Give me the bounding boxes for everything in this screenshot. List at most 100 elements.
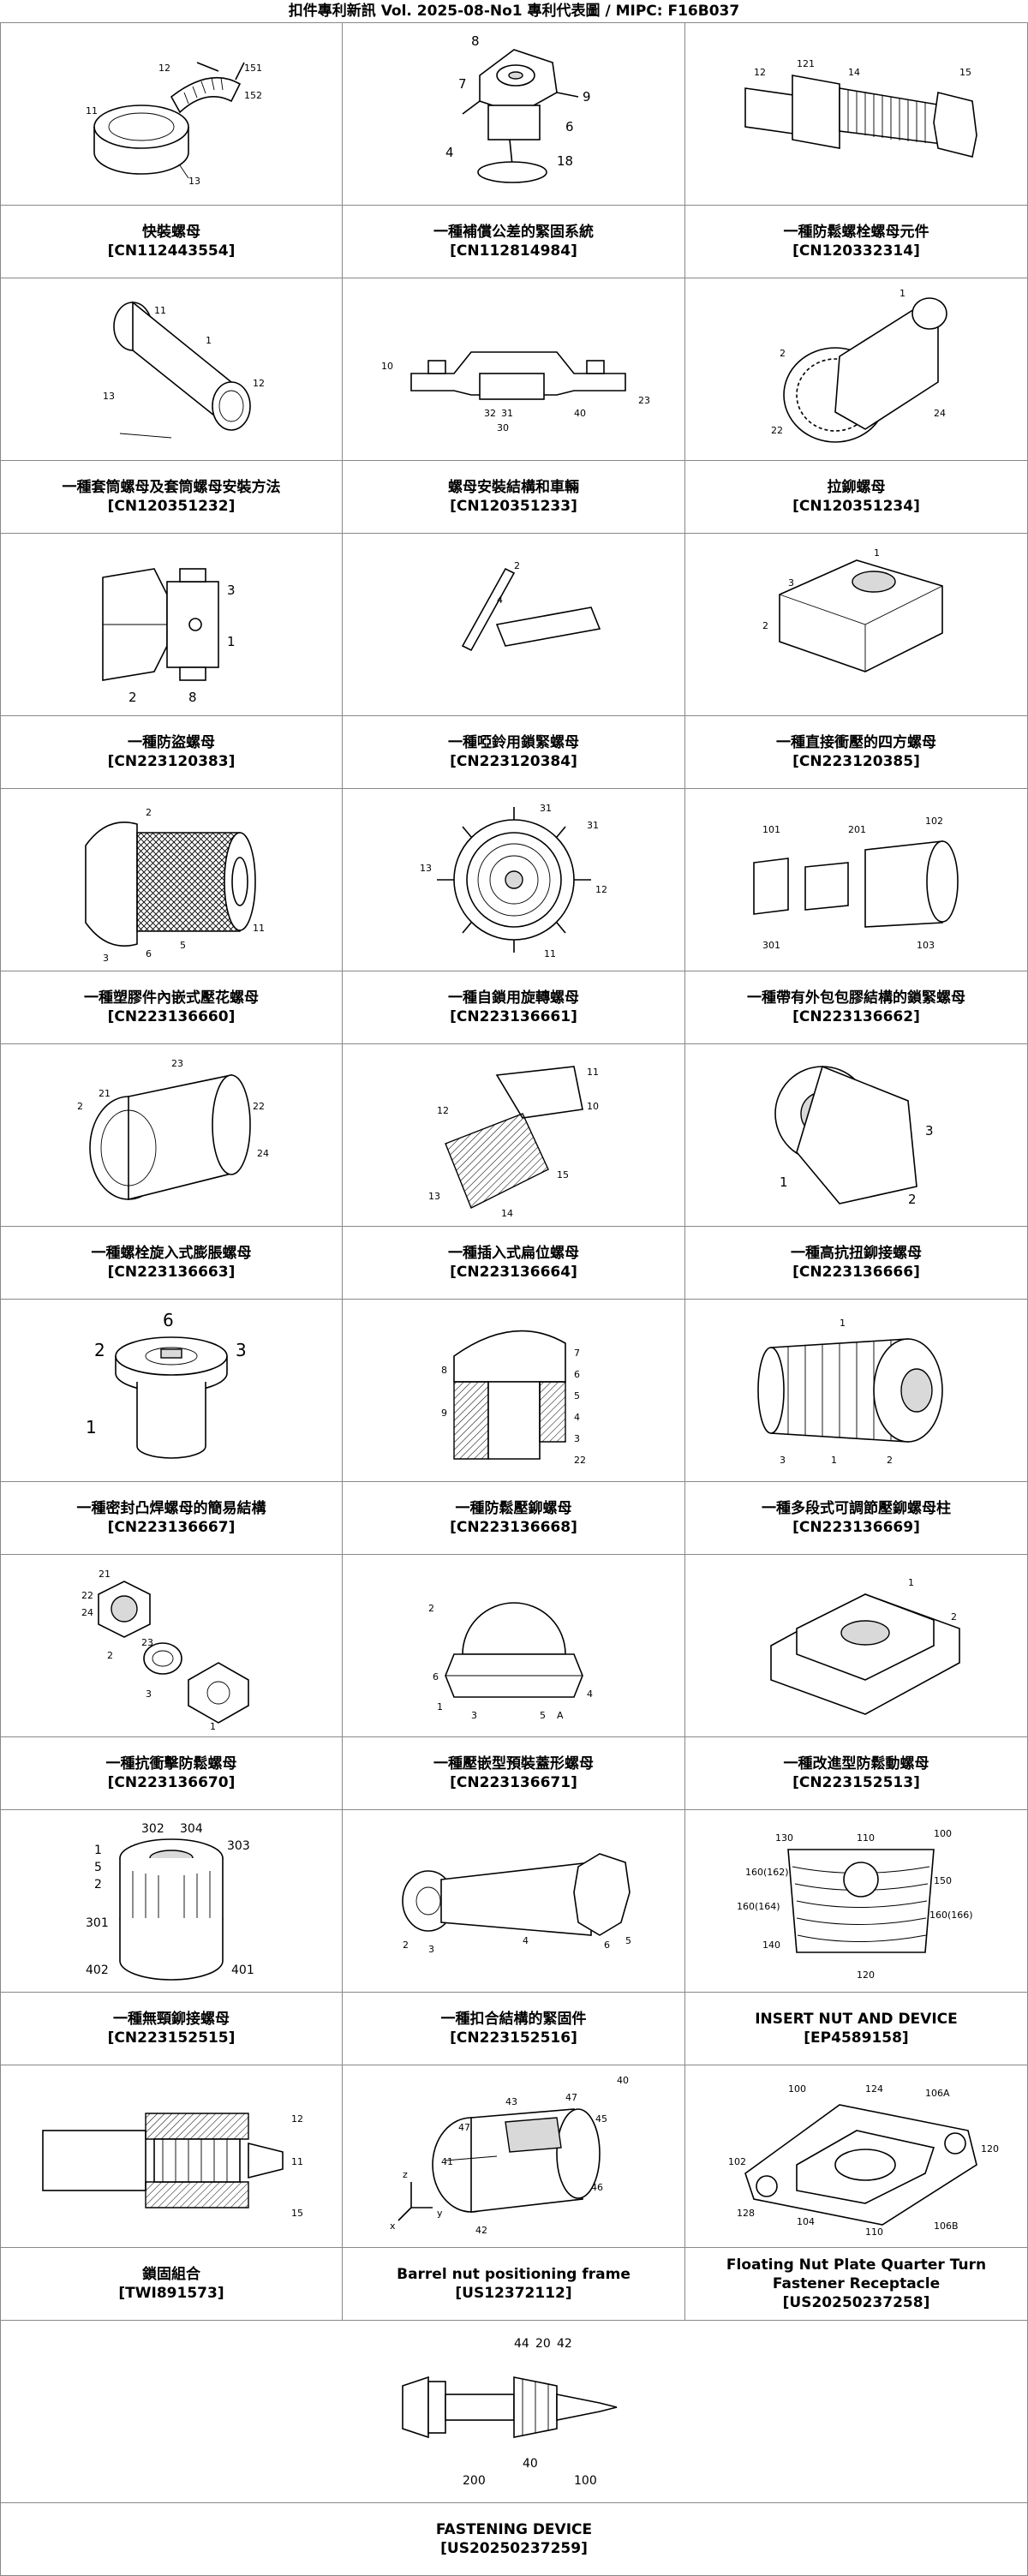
svg-text:2: 2: [780, 348, 786, 359]
svg-text:18: 18: [557, 153, 573, 169]
svg-text:5: 5: [180, 940, 186, 951]
patent-card: 897654322 一種防鬆壓鉚螺母 [CN223136668]: [343, 1300, 685, 1554]
patent-card: 130110100160(162)150160(164)160(166)1401…: [685, 1810, 1028, 2065]
svg-text:150: 150: [934, 1875, 952, 1886]
svg-text:1: 1: [227, 634, 236, 649]
patent-card: 302304303152301402401 一種無頸鉚接螺母 [CN223152…: [0, 1810, 343, 2065]
patent-row: 6231 一種密封凸焊螺母的簡易結構 [CN223136667] 8976543…: [0, 1300, 1028, 1555]
svg-text:1: 1: [86, 1417, 97, 1437]
neckless-rivet-nut-drawing: 302304303152301402401: [1, 1810, 342, 1993]
svg-text:1: 1: [206, 335, 212, 346]
svg-text:47: 47: [565, 2092, 577, 2103]
svg-text:402: 402: [86, 1963, 109, 1977]
svg-text:20: 20: [535, 2337, 551, 2351]
svg-text:23: 23: [171, 1058, 183, 1069]
svg-text:8: 8: [471, 33, 480, 49]
patent-row: 111215115213 快裝螺母 [CN112443554] 8796418: [0, 23, 1028, 278]
patent-card: 1312 一種多段式可調節壓鉚螺母柱 [CN223136669]: [685, 1300, 1028, 1554]
svg-text:11: 11: [544, 948, 556, 959]
patent-card: 101201102301103 一種帶有外包包膠結構的鎖緊螺母 [CN22313…: [685, 789, 1028, 1043]
svg-text:102: 102: [925, 816, 943, 827]
patent-number: [US20250237258]: [783, 2293, 930, 2312]
insert-nut-device-drawing: 130110100160(162)150160(164)160(166)1401…: [685, 1810, 1027, 1993]
svg-text:14: 14: [501, 1208, 513, 1219]
svg-text:100: 100: [934, 1828, 952, 1839]
svg-text:130: 130: [775, 1832, 793, 1844]
patent-card: 121211415 一種防鬆螺栓螺母元件 [CN120332314]: [685, 23, 1028, 278]
patent-card: 236511 一種塑膠件內嵌式壓花螺母 [CN223136660]: [0, 789, 343, 1043]
patent-number: [US12372112]: [455, 2284, 571, 2303]
svg-text:21: 21: [99, 1088, 111, 1099]
svg-text:3: 3: [780, 1455, 786, 1466]
svg-text:201: 201: [848, 824, 866, 835]
patent-title: 一種多段式可調節壓鉚螺母柱: [753, 1499, 959, 1518]
svg-text:110: 110: [857, 1832, 875, 1844]
expansion-nut-drawing: 232212224: [1, 1044, 342, 1227]
svg-text:z: z: [403, 2169, 408, 2180]
svg-text:2: 2: [403, 1939, 409, 1951]
svg-text:15: 15: [291, 2208, 303, 2219]
patent-card: 1111213 一種套筒螺母及套筒螺母安裝方法 [CN120351232]: [0, 278, 343, 533]
knurled-insert-drawing: 236511: [1, 789, 342, 971]
patent-row: 44204240200100 FASTENING DEVICE [US20250…: [0, 2321, 1028, 2576]
svg-text:1: 1: [908, 1577, 914, 1588]
svg-text:2: 2: [514, 560, 520, 571]
svg-text:106A: 106A: [925, 2088, 950, 2099]
svg-text:303: 303: [227, 1839, 250, 1853]
tolerance-fastener-drawing: 8796418: [343, 23, 684, 206]
patent-title: 鎖固組合: [134, 2265, 209, 2284]
svg-text:40: 40: [523, 2457, 538, 2471]
patent-title: 螺母安裝結構和車輛: [439, 478, 588, 497]
svg-text:23: 23: [141, 1637, 153, 1648]
svg-text:30: 30: [497, 422, 509, 433]
impact-resistant-nut-drawing: 21222422331: [1, 1555, 342, 1737]
svg-text:12: 12: [754, 67, 766, 78]
clinch-nut-drawing: 897654322: [343, 1300, 684, 1482]
patent-title: 一種抗衝擊防鬆螺母: [98, 1754, 246, 1773]
svg-text:102: 102: [728, 2156, 746, 2167]
patent-number: [CN223136667]: [108, 1518, 236, 1537]
patent-number: [CN223120385]: [792, 752, 920, 771]
svg-text:22: 22: [81, 1590, 93, 1601]
patent-number: [EP4589158]: [804, 2029, 908, 2047]
patent-number: [CN223120384]: [450, 752, 577, 771]
patent-title: 一種螺栓旋入式膨脹螺母: [83, 1244, 260, 1263]
svg-text:4: 4: [587, 1688, 593, 1700]
svg-text:y: y: [437, 2208, 443, 2219]
patent-row: 302304303152301402401 一種無頸鉚接螺母 [CN223152…: [0, 1810, 1028, 2065]
svg-text:22: 22: [771, 425, 783, 436]
patent-title: FASTENING DEVICE: [427, 2520, 601, 2539]
svg-text:160(162): 160(162): [745, 1867, 789, 1878]
patent-title: 一種高抗扭鉚接螺母: [782, 1244, 930, 1263]
patent-title: 一種改進型防鬆動螺母: [775, 1754, 938, 1773]
patent-card: 102332313040 螺母安裝結構和車輛 [CN120351233]: [343, 278, 685, 533]
svg-text:32: 32: [484, 408, 496, 419]
patent-card: 3128 一種防盜螺母 [CN223120383]: [0, 534, 343, 788]
svg-text:3: 3: [236, 1340, 247, 1360]
svg-text:1: 1: [210, 1721, 216, 1731]
patent-number: [CN223136660]: [108, 1007, 236, 1026]
svg-text:160(164): 160(164): [737, 1901, 780, 1912]
patent-title: 一種密封凸焊螺母的簡易結構: [69, 1499, 275, 1518]
svg-text:21: 21: [99, 1569, 111, 1580]
patent-title: 一種壓嵌型預裝蓋形螺母: [425, 1754, 602, 1773]
svg-text:302: 302: [141, 1822, 164, 1836]
patent-card: 232212224 一種螺栓旋入式膨脹螺母 [CN223136663]: [0, 1044, 343, 1299]
projection-weld-nut-drawing: 6231: [1, 1300, 342, 1482]
svg-text:2: 2: [762, 620, 768, 631]
patent-title: Barrel nut positioning frame: [388, 2265, 639, 2284]
svg-text:121: 121: [797, 58, 815, 69]
patent-grid: 111215115213 快裝螺母 [CN112443554] 8796418: [0, 22, 1028, 2576]
svg-text:42: 42: [475, 2225, 487, 2236]
cap-nut-drawing: 26135A4: [343, 1555, 684, 1737]
svg-text:11: 11: [291, 2156, 303, 2167]
svg-text:3: 3: [146, 1688, 152, 1700]
patent-title: INSERT NUT AND DEVICE: [746, 2010, 966, 2029]
locking-assembly-drawing: 121115: [1, 2065, 342, 2248]
svg-text:104: 104: [797, 2216, 815, 2227]
svg-text:11: 11: [86, 105, 98, 117]
patent-number: [US20250237259]: [440, 2539, 588, 2558]
patent-title: 一種插入式扁位螺母: [439, 1244, 588, 1263]
svg-text:110: 110: [865, 2226, 883, 2238]
page-title: 扣件專利新訊 Vol. 2025-08-No1 專利代表圖 / MIPC: F1…: [0, 0, 1028, 22]
